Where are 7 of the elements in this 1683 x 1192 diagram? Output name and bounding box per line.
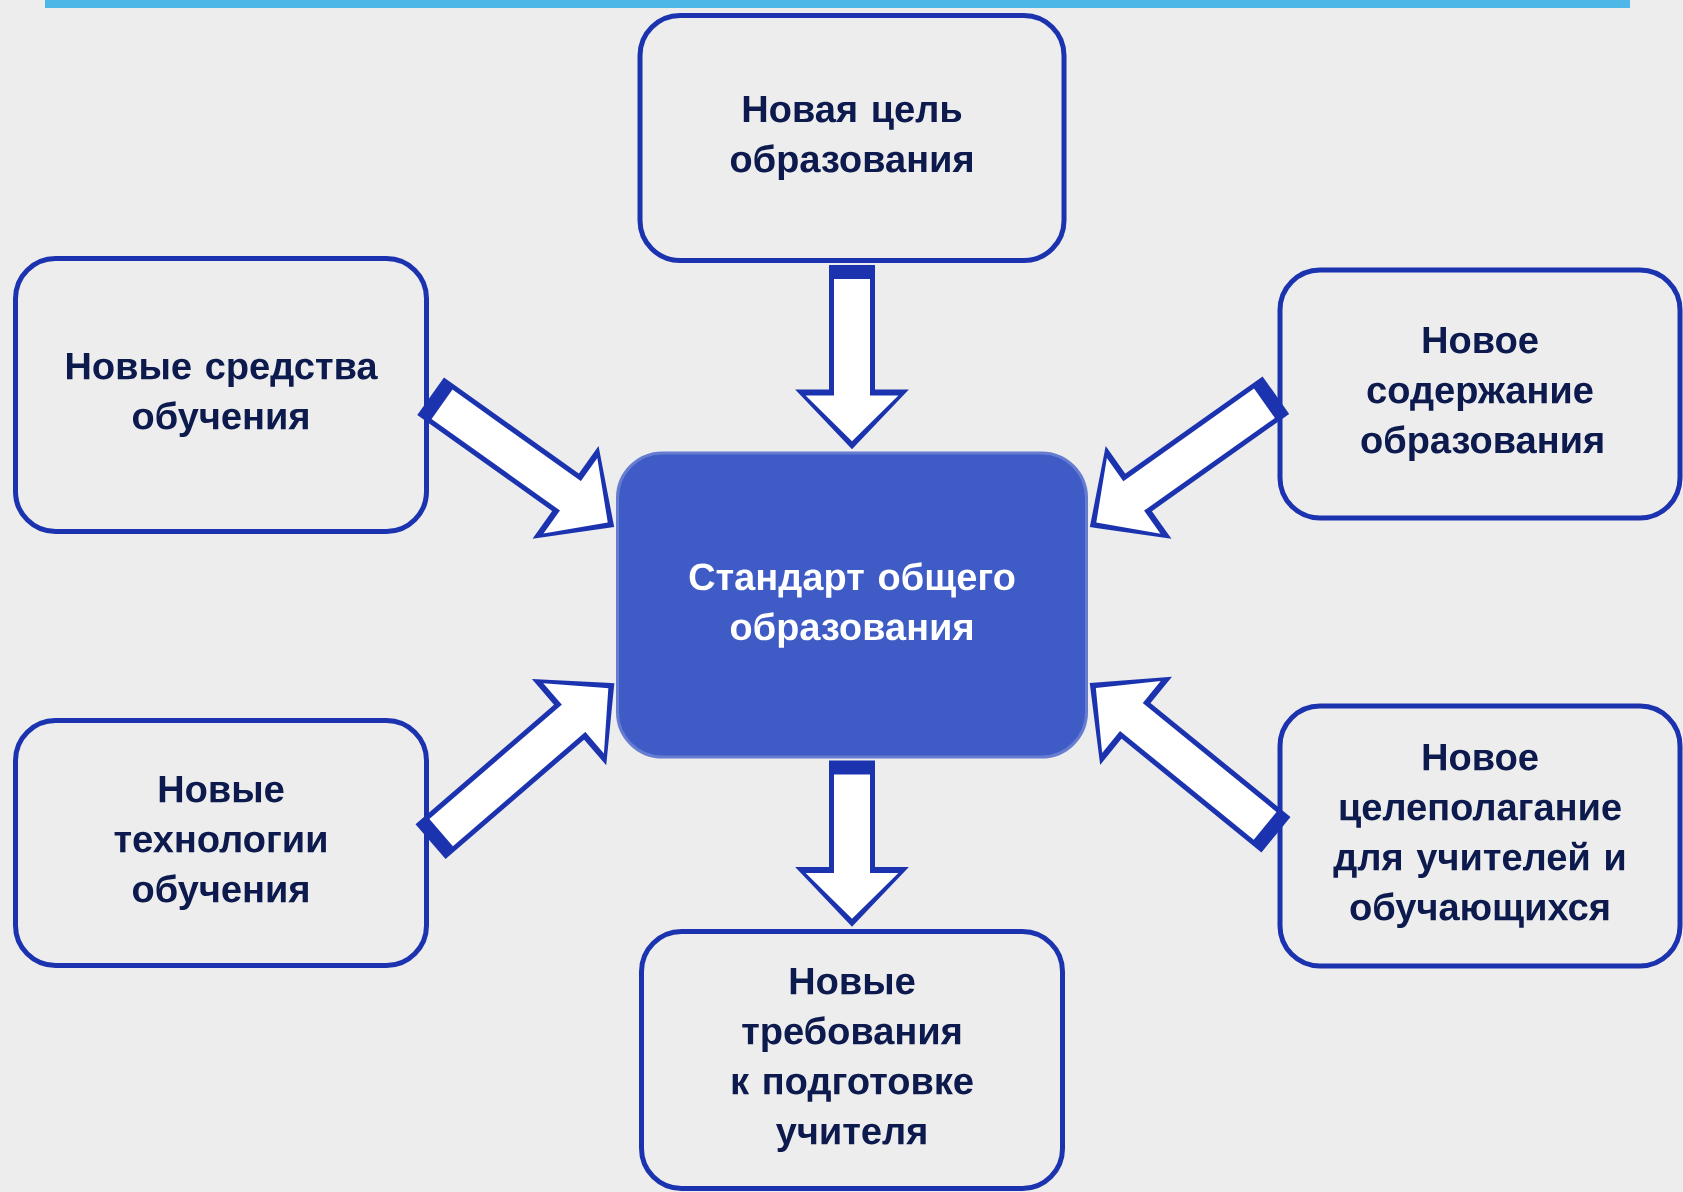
center-box: Стандарт общего образования [616, 451, 1088, 759]
rounded-box: Новое целеполагание для учителей и обучающихся [1277, 703, 1683, 969]
rounded-box: Новая цель образования [637, 13, 1067, 263]
rounded-box: Новые требования к подготовке учителя [639, 929, 1065, 1191]
rounded-box: Новые технологии обучения [13, 718, 429, 968]
rounded-box: Новые средства обучения [13, 256, 429, 534]
rounded-box: Новое содержание образования [1277, 267, 1683, 521]
